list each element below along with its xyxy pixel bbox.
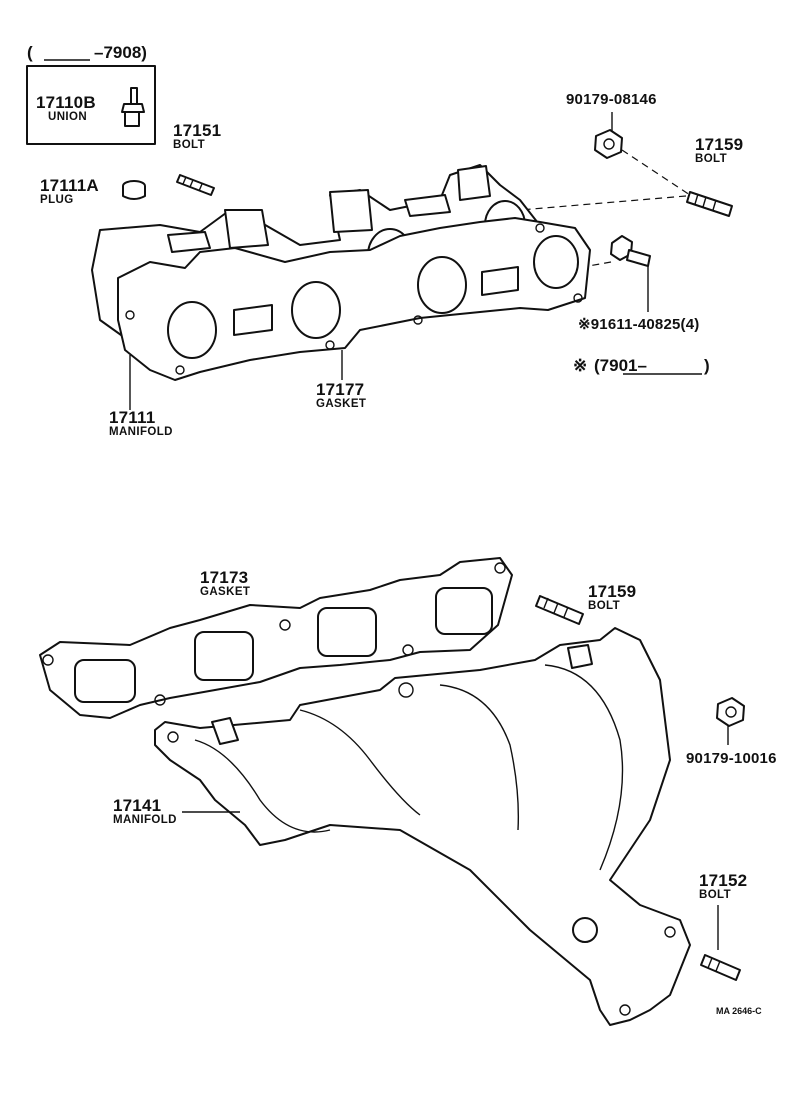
bolt-17159-bottom-part	[535, 595, 584, 625]
union-inset-box	[26, 65, 156, 145]
drawing-code: MA 2646-C	[716, 1006, 762, 1016]
union-part	[121, 87, 145, 127]
part-17152-name: BOLT	[699, 889, 732, 901]
note-mid-close: )	[704, 356, 710, 375]
part-17110b-number: 17110B	[36, 93, 96, 112]
part-17159-top-name: BOLT	[695, 153, 728, 165]
exhaust-gasket-part	[39, 557, 513, 719]
part-90179-10016-number: 90179-10016	[686, 750, 777, 767]
part-90179-08146-number: 90179-08146	[566, 91, 657, 108]
plug-part	[122, 180, 146, 200]
flange-bolt-part	[610, 235, 651, 267]
part-17173-number: 17173	[200, 568, 249, 587]
part-91611-number: ※91611-40825(4)	[578, 316, 700, 333]
nut-08146-part	[594, 129, 623, 159]
part-17159-bottom-name: BOLT	[588, 600, 621, 612]
part-17111-number: 17111	[109, 408, 156, 427]
note-mid-range: (7901–	[594, 356, 647, 375]
note-top-open: (	[27, 43, 33, 62]
part-17141-number: 17141	[113, 796, 162, 815]
part-17173-name: GASKET	[200, 586, 251, 598]
part-17111-name: MANIFOLD	[109, 426, 173, 438]
part-17177-number: 17177	[316, 380, 365, 399]
bolt-17159-top-part	[686, 191, 733, 217]
intake-gasket-part	[117, 217, 591, 381]
note-top-range: –7908)	[94, 43, 147, 62]
part-17151-number: 17151	[173, 121, 222, 140]
part-17159-top-number: 17159	[695, 135, 744, 154]
part-17111a-number: 17111A	[40, 176, 99, 195]
note-mid-symbol: ※	[573, 356, 588, 375]
nut-10016-part	[716, 697, 745, 727]
bolt-17152-part	[700, 954, 741, 981]
part-17110b-name: UNION	[48, 111, 88, 123]
exhaust-manifold-part	[154, 627, 691, 1026]
part-17159-bottom-number: 17159	[588, 582, 637, 601]
part-17141-name: MANIFOLD	[113, 814, 177, 826]
bolt-17151-part	[176, 174, 215, 196]
part-17151-name: BOLT	[173, 139, 206, 151]
part-17111a-name: PLUG	[40, 194, 74, 206]
part-17177-name: GASKET	[316, 398, 367, 410]
part-17152-number: 17152	[699, 871, 748, 890]
